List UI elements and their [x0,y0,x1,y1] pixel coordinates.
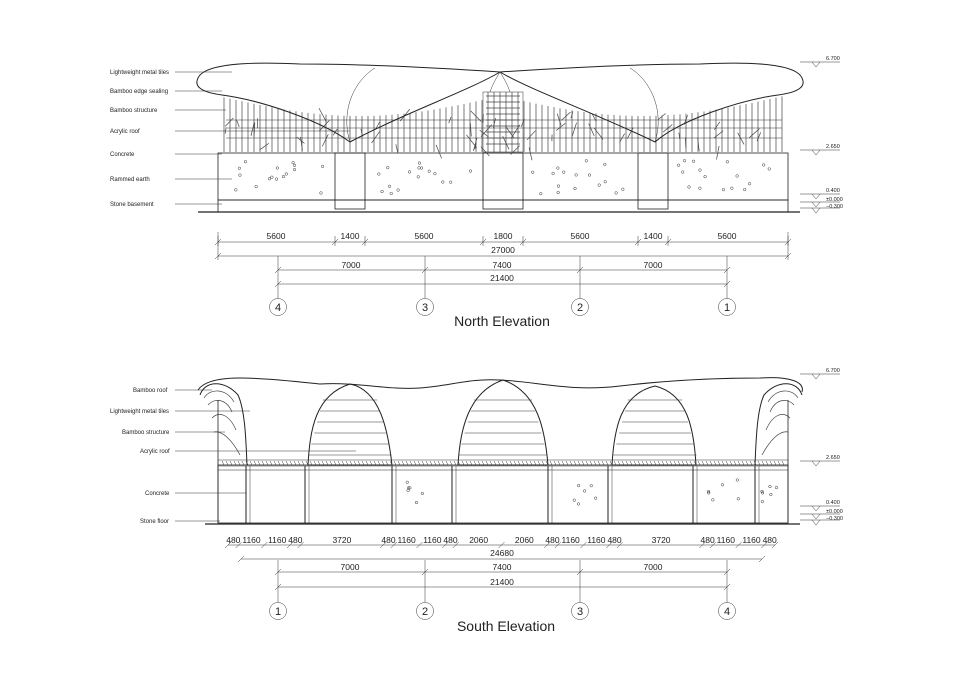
south-level-0: 6.700 [826,368,840,374]
south-dim2-2: 7000 [644,562,663,572]
south-elevation: Bamboo roof Lightweight metal tiles Bamb… [110,368,843,634]
north-label-0: Lightweight metal tiles [110,70,169,76]
north-concrete-column-b [483,153,523,209]
north-level-1: 2.650 [826,144,840,150]
north-dim2-2: 7000 [644,260,663,270]
south-dim1-10: 2060 [515,535,534,545]
south-label-5: Stone floor [140,519,169,525]
south-material-labels: Bamboo roof Lightweight metal tiles Bamb… [110,388,356,525]
south-dim1-12: 1160 [562,535,581,545]
north-dim-total-1: 27000 [491,245,515,255]
north-grid-0: 4 [275,302,281,314]
north-grid-3: 1 [724,302,730,314]
south-posts [246,466,759,523]
north-label-1: Bamboo edge sealing [110,89,168,95]
south-dim1-1: 1160 [242,535,261,545]
north-concrete-column-c [638,153,668,209]
north-label-2: Bamboo structure [110,108,158,114]
south-dim1-8: 480 [443,535,457,545]
south-level-4: −0.300 [826,516,843,522]
south-dim1-15: 3720 [652,535,671,545]
south-level-3: ±0.000 [826,509,843,515]
south-frame [218,465,788,523]
south-level-1: 2.650 [826,455,840,461]
south-dim1-0: 480 [226,535,240,545]
south-dim1-18: 1160 [742,535,761,545]
north-grid-2: 2 [577,302,583,314]
north-dim1-5: 1400 [644,231,663,241]
north-bamboo-structure [224,92,782,160]
north-stone-basement [218,200,788,212]
south-dim1-19: 480 [763,535,777,545]
north-level-0: 6.700 [826,56,840,62]
north-rammed-earth-texture [234,159,770,195]
south-dim1-13: 1160 [587,535,606,545]
north-rammed-earth-wall [218,153,788,200]
north-concrete-column-a [335,153,365,209]
south-dim-total-1: 24680 [490,548,514,558]
south-label-2: Bamboo structure [122,430,170,436]
north-dim1-4: 5600 [571,231,590,241]
south-label-4: Concrete [145,491,170,497]
north-elevation: Lightweight metal tiles Bamboo edge seal… [110,56,843,329]
north-level-3: ±0.000 [826,197,843,203]
south-dim1-4: 3720 [332,535,351,545]
north-roof-ridge-left [347,68,375,142]
north-dim1-1: 1400 [341,231,360,241]
north-dim1-3: 1800 [494,231,513,241]
north-label-6: Stone basement [110,202,154,208]
north-dim1-2: 5600 [415,231,434,241]
south-level-marks: 6.700 2.650 0.400 ±0.000 −0.300 [800,368,843,525]
south-left-bamboo-arc [200,384,247,465]
south-concrete-texture [406,479,778,506]
south-dim1-2: 1160 [268,535,287,545]
south-right-bamboo-arc [755,384,802,465]
north-label-5: Rammed earth [110,177,150,183]
north-level-2: 0.400 [826,188,840,194]
south-dim1-5: 480 [381,535,395,545]
south-dim1-7: 1160 [423,535,442,545]
south-dim2-1: 7400 [493,562,512,572]
south-label-3: Acrylic roof [140,449,170,455]
north-title: North Elevation [454,313,550,329]
north-dim1-6: 5600 [718,231,737,241]
south-acrylic-arches [308,380,697,465]
south-dim1-3: 480 [288,535,302,545]
south-dim1-14: 480 [607,535,621,545]
south-roof-wave [198,378,802,392]
south-grid-1: 2 [422,606,428,618]
north-label-3: Acrylic roof [110,129,140,135]
north-dim2-1: 7400 [493,260,512,270]
north-grid-1: 3 [422,302,428,314]
south-dim1-17: 1160 [717,535,736,545]
south-label-1: Lightweight metal tiles [110,409,169,415]
north-dim-total-2: 21400 [490,273,514,283]
south-dim1-9: 2060 [469,535,488,545]
north-label-4: Concrete [110,152,135,158]
south-dim-total-2: 21400 [490,577,514,587]
north-dimensions: 5600 1400 5600 1800 5600 1400 5600 27000… [215,231,791,287]
north-level-4: −0.300 [826,204,843,210]
north-dim1-0: 5600 [267,231,286,241]
north-dim2-0: 7000 [342,260,361,270]
south-level-2: 0.400 [826,500,840,506]
south-grid-2: 3 [577,606,583,618]
north-level-marks: 6.700 2.650 0.400 ±0.000 −0.300 [800,56,843,213]
south-grid-0: 1 [275,606,281,618]
south-title: South Elevation [457,618,555,634]
south-dim2-0: 7000 [341,562,360,572]
south-grid-3: 4 [724,606,730,618]
south-label-0: Bamboo roof [133,388,168,394]
south-dim1-16: 480 [701,535,715,545]
north-roof-center-fold [490,72,510,92]
south-dim1-11: 480 [545,535,559,545]
south-dim1-6: 1160 [397,535,416,545]
